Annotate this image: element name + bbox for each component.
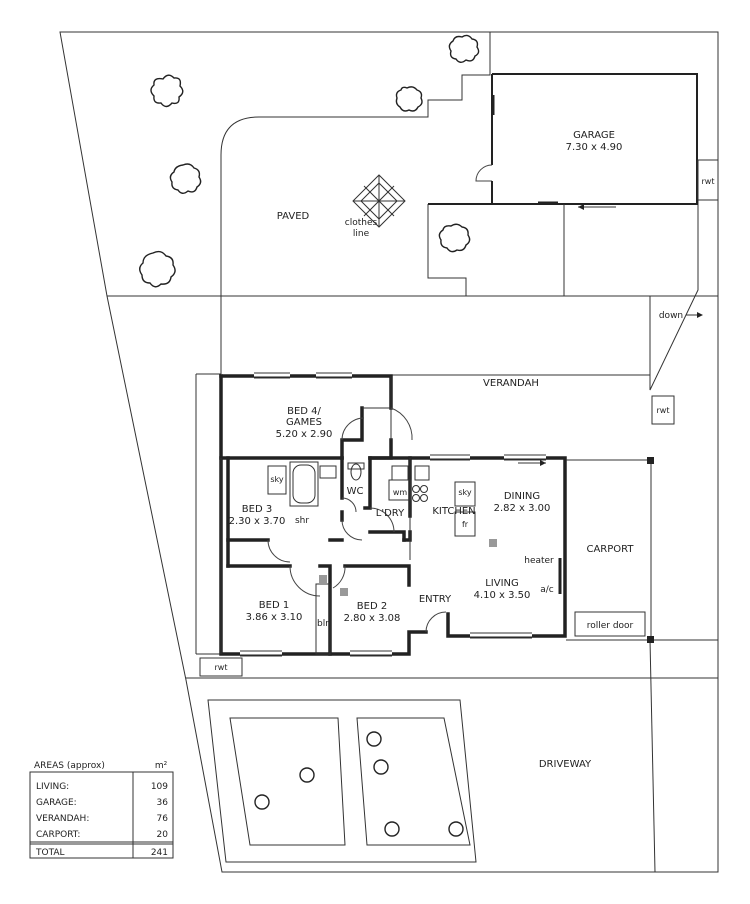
carport: CARPORT roller door [566,457,654,643]
rainwater-tank-right: rwt [651,395,675,425]
bed4-dimensions: 5.20 x 2.90 [276,429,333,440]
boiler-cupboard [315,583,331,655]
tree-icon [139,250,176,288]
boiler-label: blr [317,619,329,629]
bed4-label-2: GAMES [286,417,322,428]
areas-table-unit: m² [155,761,168,771]
bath-fixtures [267,461,476,537]
areas-total-label: TOTAL [35,848,65,858]
grey-markers [319,539,497,596]
entry-label: ENTRY [419,594,452,605]
tree-icons [139,34,480,288]
driveway-label: DRIVEWAY [539,759,592,770]
shrub-icon [366,731,382,747]
shrub-icon [254,794,270,810]
living-label: LIVING [485,578,519,589]
areas-row-label: VERANDAH: [36,814,89,824]
areas-row-value: 36 [157,798,169,808]
dining-label: DINING [504,491,540,502]
rainwater-tank-top: rwt [697,159,719,201]
shower-label: shr [295,516,309,526]
bed1-label: BED 1 [259,600,289,611]
garage: GARAGE 7.30 x 4.90 [428,73,698,296]
svg-text:rwt: rwt [702,177,715,186]
tree-icon [438,223,471,253]
paved-area-outline [220,32,699,391]
house-thin-lines [220,376,411,654]
svg-text:rwt: rwt [657,406,670,415]
areas-row-value: 20 [157,830,169,840]
air-conditioner-label: a/c [540,585,554,595]
bed1-dimensions: 3.86 x 3.10 [246,612,303,623]
rainwater-tank-bottom: rwt [199,657,243,677]
skylight-label-bed3: sky [270,475,284,484]
house-walls [219,374,567,656]
shrub-icon [373,759,389,775]
kitchen-label: KITCHEN [432,506,475,517]
areas-row-label: LIVING: [36,782,69,792]
washing-machine-label: wm [393,488,408,497]
areas-total-value: 241 [151,848,168,858]
bed3-label: BED 3 [242,504,272,515]
garage-label: GARAGE [573,130,615,141]
areas-row-value: 109 [151,782,168,792]
carport-label: CARPORT [586,544,634,555]
site-boundary [59,31,719,873]
bed2-dimensions: 2.80 x 3.08 [344,613,401,624]
areas-table-heading: AREAS (approx) [34,761,105,771]
roller-door-label: roller door [587,621,634,631]
tree-icon [150,74,184,108]
laundry-label: L'DRY [376,508,405,519]
down-arrow-icon [686,312,703,318]
shrub-icon [448,821,464,837]
clothes-line-icon [352,174,406,228]
dining-dimensions: 2.82 x 3.00 [494,503,551,514]
fridge-label: fr [462,520,469,529]
shrub-icon [299,767,315,783]
areas-row-label: GARAGE: [36,798,77,808]
wc-label: WC [347,486,364,497]
areas-row-value: 76 [157,814,169,824]
paved-label: PAVED [277,211,310,222]
front-garden [207,699,477,863]
bed4-label: BED 4/ [287,406,321,417]
tree-icon [169,163,202,194]
verandah-label: VERANDAH [483,378,539,389]
tree-icon [448,34,480,63]
down-label: down [659,311,683,321]
living-dimensions: 4.10 x 3.50 [474,590,531,601]
doors [267,407,447,633]
tree-icon [395,86,423,112]
areas-table: AREAS (approx) m² LIVING: 109 GARAGE: 36… [29,761,174,859]
windows [240,372,546,657]
garage-dimensions: 7.30 x 4.90 [566,142,623,153]
bed2-label: BED 2 [357,601,387,612]
clothes-line-label: clothes [345,218,378,228]
shrub-icons [254,731,464,837]
areas-row-label: CARPORT: [36,830,80,840]
svg-text:rwt: rwt [215,663,228,672]
cooktop-icon [412,485,428,502]
skylight-label-kitchen: sky [458,488,472,497]
heater-label: heater [524,556,554,566]
shrub-icon [384,821,400,837]
clothes-line-label-2: line [353,229,370,239]
bed3-dimensions: 2.30 x 3.70 [229,516,286,527]
